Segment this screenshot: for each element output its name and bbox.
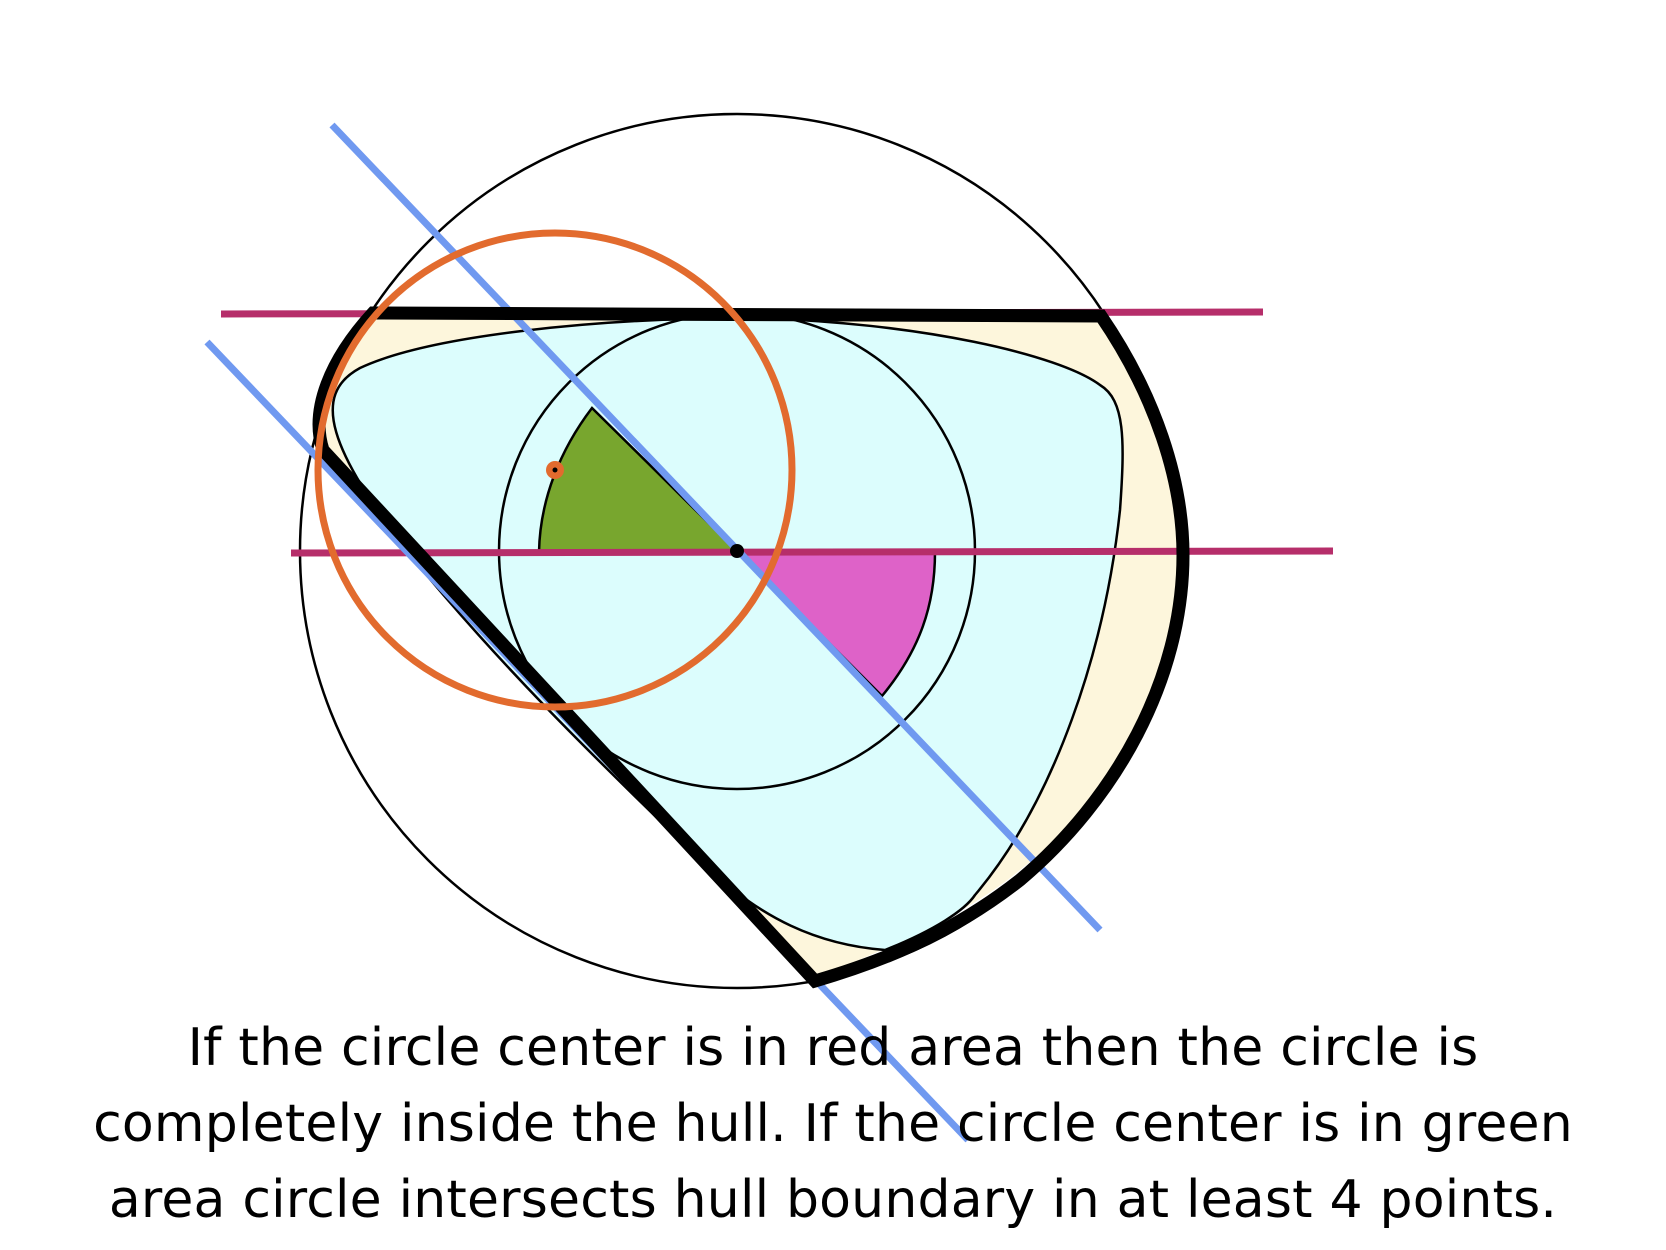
- blue-line-upper: [329, 122, 1103, 933]
- caption-line-3: area circle intersects hull boundary in …: [108, 1170, 1558, 1230]
- caption: If the circle center is in red area then…: [0, 1010, 1666, 1238]
- caption-line-1: If the circle center is in red area then…: [187, 1018, 1479, 1078]
- center-point: [730, 544, 744, 558]
- red-sector: [733, 549, 937, 698]
- orange-circle: [314, 229, 796, 711]
- orange-center-dot: [552, 467, 558, 473]
- caption-line-2: completely inside the hull. If the circl…: [93, 1094, 1573, 1154]
- magenta-line-middle: [290, 547, 1334, 557]
